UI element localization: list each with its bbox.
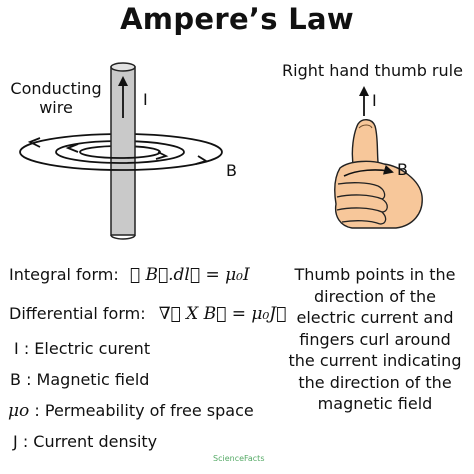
- integral-form-label: Integral form:: [9, 265, 119, 284]
- page-title: Ampere’s Law: [120, 2, 354, 36]
- explanation-line: electric current and: [296, 308, 454, 327]
- field-label-left: B: [226, 161, 237, 180]
- explanation-line: the current indicating: [288, 351, 462, 370]
- legend-desc: : Electric curent: [23, 339, 151, 358]
- field-direction-arrows: [27, 137, 209, 165]
- legend-desc: : Current density: [22, 432, 158, 451]
- curled-fingers: [336, 182, 388, 225]
- explanation-line: magnetic field: [317, 394, 433, 413]
- explanation-line: Thumb points in the: [294, 265, 456, 284]
- field-label-right: B: [397, 160, 408, 179]
- differential-form-row: Differential form: ∇⃗ X B⃗ = μ₀J⃗: [9, 304, 286, 324]
- wire-label: Conducting wire: [6, 79, 106, 117]
- wire-label-line1: Conducting: [10, 79, 102, 98]
- explanation-line: fingers curl around: [299, 329, 451, 349]
- field-loops-front: [19, 151, 223, 171]
- legend-symbol: μo: [8, 401, 30, 421]
- thumb-icon: [351, 119, 386, 173]
- thumb-rule-explanation: Thumb points in the direction of the ele…: [280, 264, 470, 415]
- differential-form-expr: ∇⃗ X B⃗ = μ₀J⃗: [158, 304, 287, 324]
- site-logo: ScienceFacts: [213, 454, 265, 463]
- wire-label-line2: wire: [39, 98, 73, 117]
- field-curl-arrow: [343, 164, 394, 177]
- wire-field-diagram: [19, 62, 223, 240]
- legend-symbol: J: [13, 432, 18, 451]
- right-hand-diagram: [334, 86, 423, 229]
- legend-item-field: B : Magnetic field: [10, 370, 149, 389]
- explanation-line: direction of the: [314, 286, 436, 306]
- legend-item-current-density: J : Current density: [13, 432, 157, 451]
- thumb-rule-caption: Right hand thumb rule: [282, 61, 463, 80]
- fist-icon: [334, 160, 423, 229]
- legend-item-current: I : Electric curent: [14, 339, 150, 358]
- explanation-line: the direction of the: [298, 372, 452, 392]
- integral-form-row: Integral form: ∮ B⃗.dl⃗ = μ₀I: [9, 265, 250, 285]
- integral-form-expr: ∮ B⃗.dl⃗ = μ₀I: [129, 265, 250, 285]
- legend-item-permeability: μo : Permeability of free space: [8, 401, 254, 421]
- legend-symbol: I: [14, 339, 19, 358]
- current-label-left: I: [143, 90, 148, 109]
- legend-desc: : Permeability of free space: [34, 401, 254, 420]
- legend-symbol: B: [10, 370, 21, 389]
- differential-form-label: Differential form:: [9, 304, 146, 323]
- legend-desc: : Magnetic field: [26, 370, 150, 389]
- current-label-right: I: [372, 91, 377, 110]
